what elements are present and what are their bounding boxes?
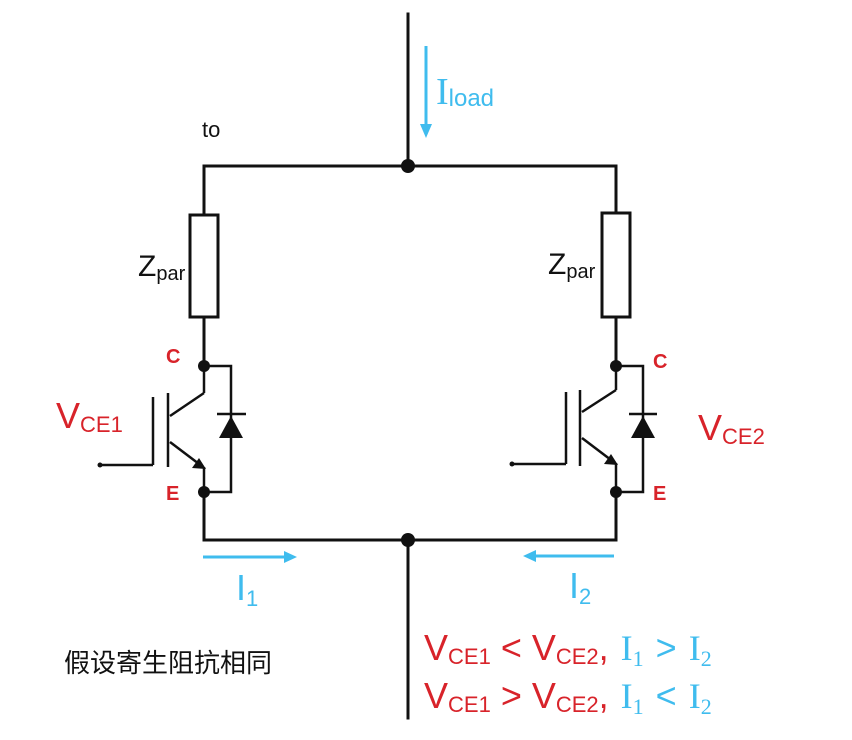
- i2-arrow: [523, 550, 614, 562]
- left-emitter-label: E: [166, 483, 179, 505]
- relation-row-1: VCE1<VCE2,I1>I2: [424, 627, 712, 671]
- left-zpar-resistor: [188, 213, 220, 319]
- note-text: 假设寄生阻抗相同: [64, 648, 272, 678]
- top-junction: [401, 159, 415, 173]
- right-zpar-label: Zpar: [548, 248, 596, 283]
- i1-arrow: [203, 551, 297, 563]
- bottom-junction: [401, 533, 415, 547]
- bottom-rail: [202, 490, 618, 542]
- to-label: to: [202, 117, 220, 142]
- iload-arrow: [420, 46, 432, 138]
- i1-label: I1: [236, 567, 258, 611]
- vce2-label: VCE2: [698, 407, 765, 449]
- left-igbt: [97, 360, 246, 498]
- iload-label: Iload: [436, 71, 494, 113]
- right-igbt: [509, 360, 657, 498]
- left-collector-label: C: [166, 346, 180, 368]
- top-rail: [202, 164, 618, 217]
- left-zpar-label: Zpar: [138, 250, 186, 285]
- relation-row-2: VCE1>VCE2,I1<I2: [424, 675, 712, 719]
- vce1-label: VCE1: [56, 395, 123, 437]
- right-collector-label: C: [653, 351, 667, 373]
- right-emitter-label: E: [653, 483, 666, 505]
- i2-label: I2: [569, 565, 591, 609]
- right-zpar-resistor: [600, 211, 632, 319]
